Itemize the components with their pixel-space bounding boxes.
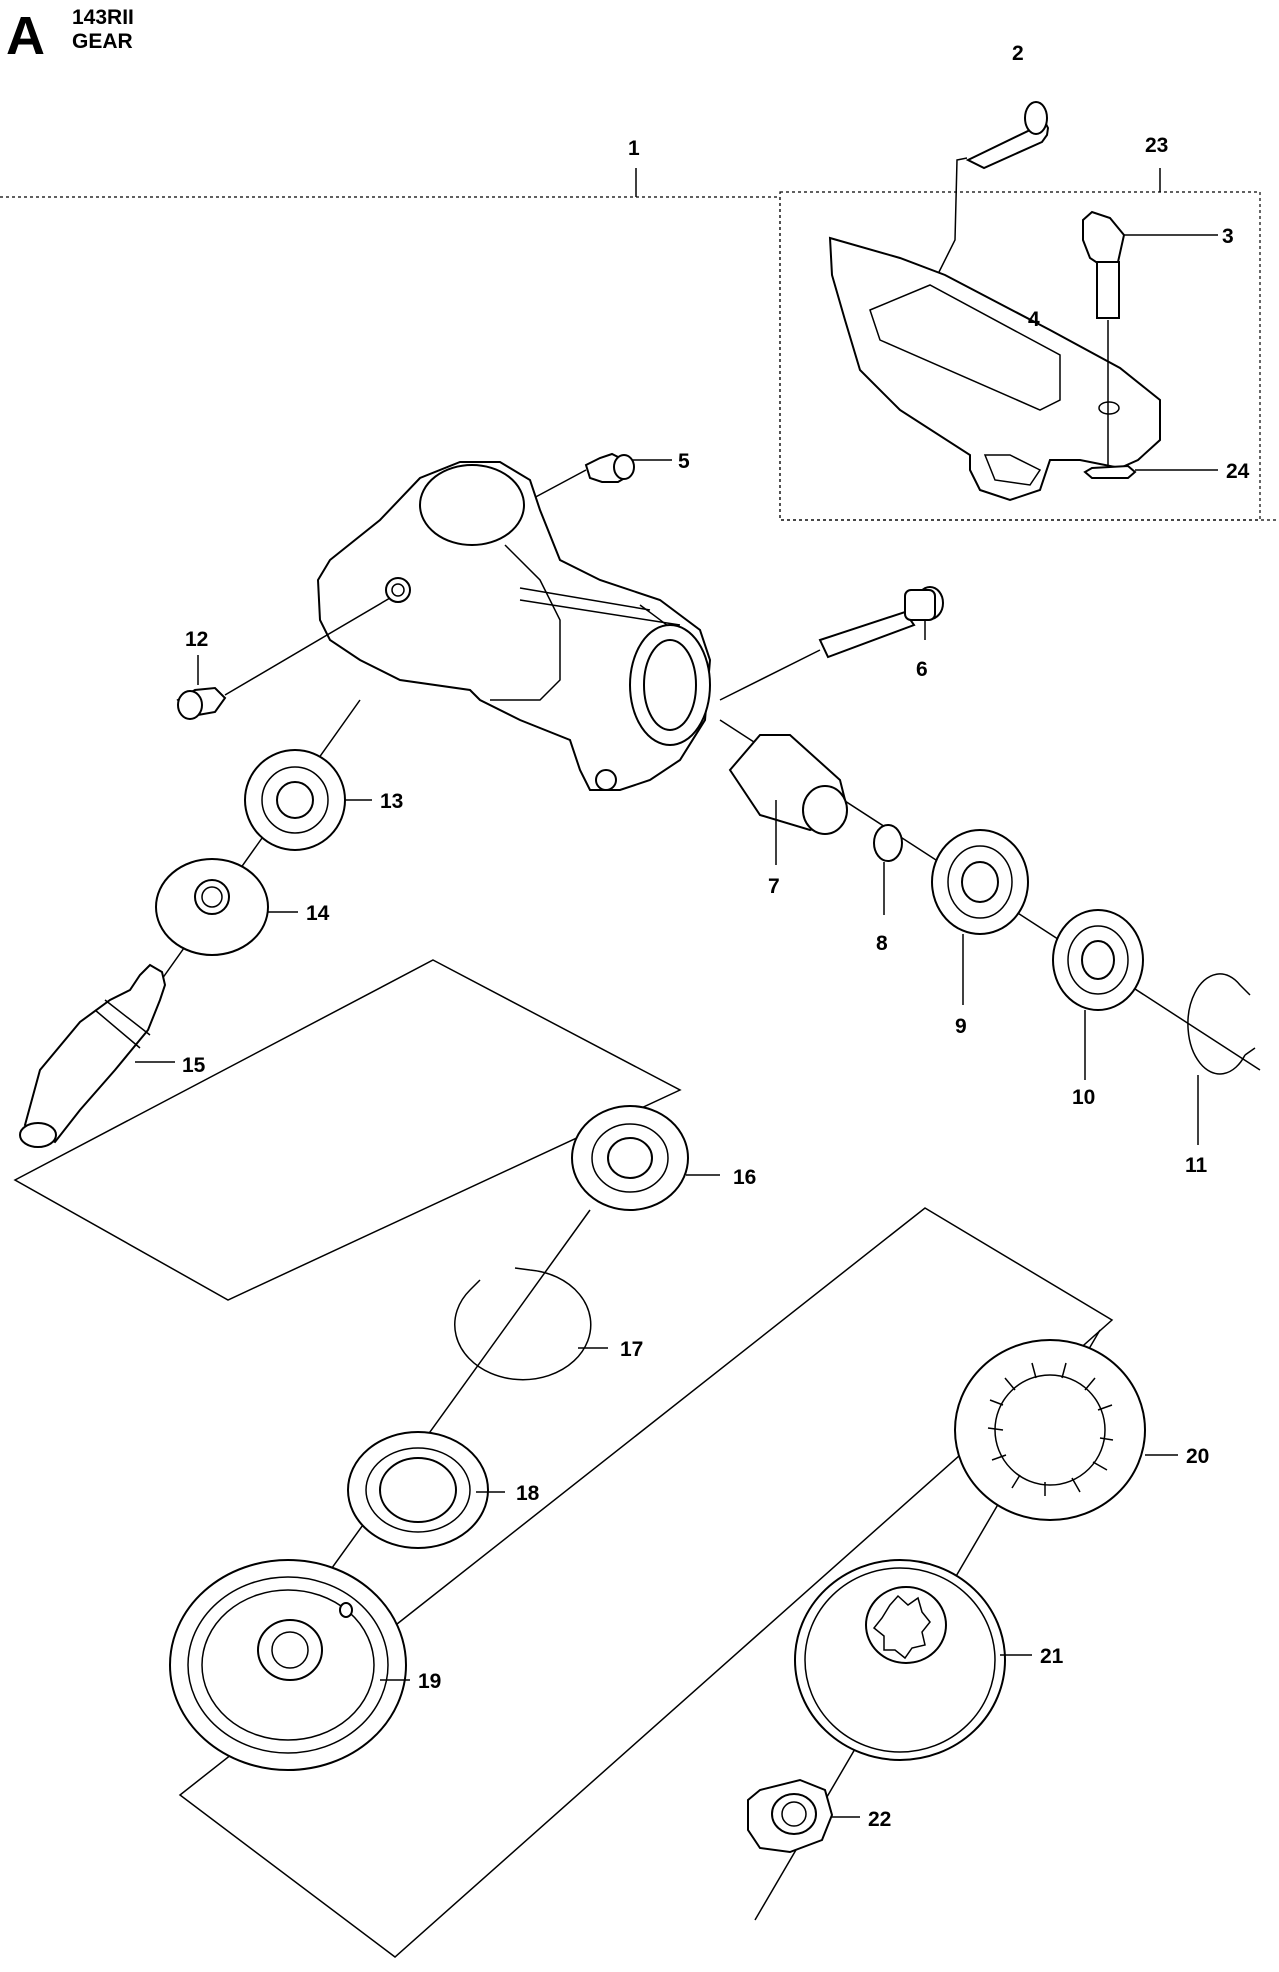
kit-frame-15-19 bbox=[13, 959, 682, 1301]
label-14: 14 bbox=[306, 902, 330, 925]
callout-labels: 1 2 3 4 5 6 7 8 9 10 11 12 13 14 15 16 1… bbox=[182, 42, 1250, 1831]
part-14-seal bbox=[155, 858, 298, 956]
part-12-screw bbox=[176, 597, 391, 720]
part-10-bearing bbox=[1052, 909, 1144, 1080]
part-19-flange bbox=[169, 1559, 410, 1771]
part-20-toothed-washer bbox=[954, 1339, 1178, 1521]
label-11: 11 bbox=[1185, 1154, 1208, 1177]
label-20: 20 bbox=[1186, 1445, 1209, 1468]
part-21-support-cup bbox=[794, 1559, 1032, 1761]
part-6-bolt bbox=[719, 586, 944, 701]
part-15-shaft bbox=[19, 963, 175, 1148]
label-12: 12 bbox=[185, 628, 208, 651]
section-letter: A bbox=[6, 6, 45, 66]
label-15: 15 bbox=[182, 1054, 206, 1077]
label-4: 4 bbox=[1028, 308, 1040, 331]
part-3-pin bbox=[1082, 210, 1218, 470]
part-16-bearing bbox=[571, 1105, 720, 1211]
part-17-circlip bbox=[454, 1267, 608, 1381]
part-7-gear bbox=[728, 734, 848, 865]
label-5: 5 bbox=[678, 450, 690, 473]
part-13-bearing bbox=[244, 749, 372, 851]
label-13: 13 bbox=[380, 790, 403, 813]
part-8-circlip bbox=[873, 824, 903, 915]
part-11-circlip bbox=[1187, 973, 1256, 1145]
part-5-screw bbox=[529, 452, 672, 501]
label-19: 19 bbox=[418, 1670, 441, 1693]
part-9-bearing bbox=[931, 829, 1029, 1005]
label-2: 2 bbox=[1012, 42, 1024, 65]
label-1: 1 bbox=[628, 137, 640, 160]
label-22: 22 bbox=[868, 1808, 891, 1831]
kit-frame-20-22 bbox=[178, 1207, 1114, 1958]
label-21: 21 bbox=[1040, 1645, 1064, 1668]
label-24: 24 bbox=[1226, 460, 1250, 483]
part-22-nut bbox=[747, 1778, 860, 1854]
part-4-cover bbox=[828, 236, 1161, 502]
label-7: 7 bbox=[768, 875, 780, 898]
assembly-23-boundary bbox=[779, 168, 1261, 521]
label-6: 6 bbox=[916, 658, 928, 681]
page-title: GEAR bbox=[72, 30, 133, 53]
label-9: 9 bbox=[955, 1015, 967, 1038]
label-8: 8 bbox=[876, 932, 888, 955]
part-24-washer bbox=[1083, 464, 1218, 479]
model-name: 143RII bbox=[72, 6, 134, 29]
label-17: 17 bbox=[620, 1338, 643, 1361]
label-23: 23 bbox=[1145, 134, 1168, 157]
label-18: 18 bbox=[516, 1482, 540, 1505]
part-1-gear-housing bbox=[316, 461, 712, 791]
part-2-screw bbox=[929, 101, 1050, 291]
part-18-seal bbox=[347, 1431, 505, 1549]
label-10: 10 bbox=[1072, 1086, 1095, 1109]
label-3: 3 bbox=[1222, 225, 1234, 248]
label-16: 16 bbox=[733, 1166, 756, 1189]
